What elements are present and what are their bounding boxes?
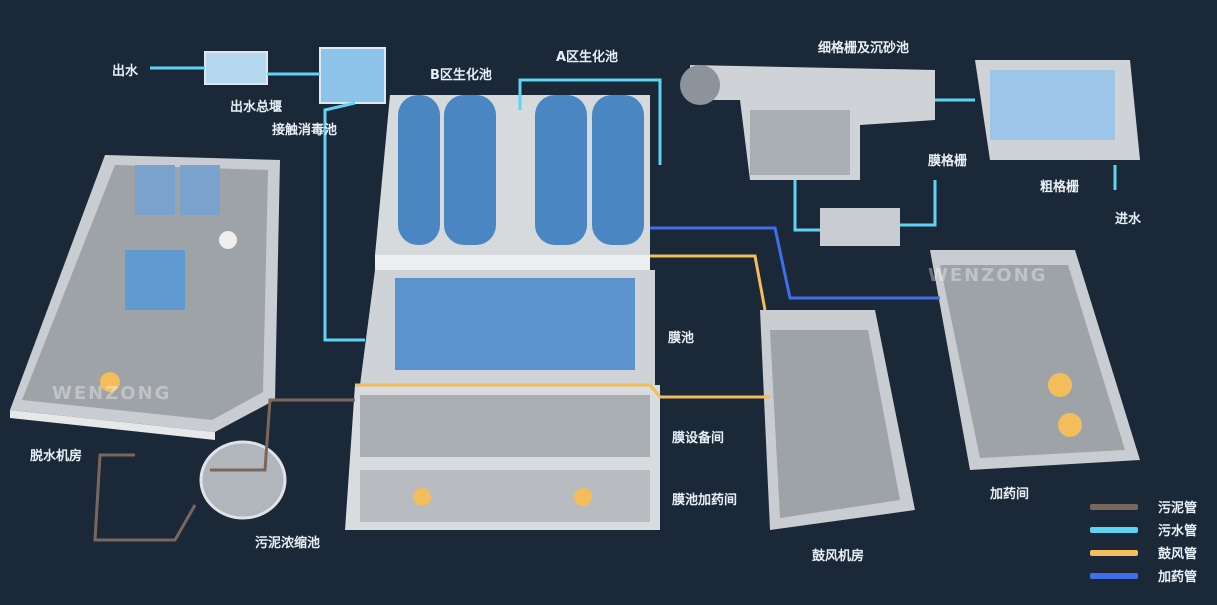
label-membrane-screen: 膜格栅 [928,154,968,169]
label-bio-a: A区生化池 [556,50,619,65]
label-membrane-tank: 膜池 [668,331,695,346]
label-coarse-screen: 粗格栅 [1040,180,1080,195]
label-outlet-weir: 出水总堰 [230,100,283,115]
legend: 污泥管 污水管 鼓风管 加药管 [1090,495,1197,587]
disinfection-tank [319,47,386,104]
label-disinfection: 接触消毒池 [272,123,338,138]
label-fine-screen: 细格栅及沉砂池 [818,41,910,56]
outlet-weir-tank [204,51,268,85]
dewatering-building [10,155,280,440]
dosing-building [930,250,1140,470]
bio-tanks [375,95,650,270]
legend-item-air: 鼓风管 [1090,541,1197,564]
label-outlet: 出水 [112,64,139,79]
blower-building [760,310,915,530]
legend-label: 污水管 [1158,524,1198,539]
legend-swatch [1090,503,1138,510]
legend-label: 加药管 [1158,570,1198,585]
watermark: WENZONG [928,265,1048,286]
legend-item-sewage: 污水管 [1090,518,1197,541]
small-building [820,208,900,246]
label-blower-room: 鼓风机房 [812,549,865,564]
legend-item-sludge: 污泥管 [1090,495,1197,518]
label-dewatering-room: 脱水机房 [30,449,83,464]
sludge-thickener-tank [199,440,287,520]
pipes [93,66,1117,542]
legend-label: 污泥管 [1158,501,1198,516]
label-membrane-equipment: 膜设备间 [672,431,725,446]
legend-item-dosing: 加药管 [1090,564,1197,587]
label-membrane-dosing: 膜池加药间 [672,493,738,508]
membrane-block [345,270,660,530]
legend-label: 鼓风管 [1158,547,1198,562]
label-inlet: 进水 [1115,212,1142,227]
label-dosing-room: 加药间 [990,487,1030,502]
label-bio-b: B区生化池 [430,68,492,83]
watermark: WENZONG [52,383,172,404]
label-sludge-thickener: 污泥浓缩池 [255,536,321,551]
legend-swatch [1090,526,1138,533]
legend-swatch [1090,549,1138,556]
legend-swatch [1090,572,1138,579]
fine-screen-building [680,65,935,180]
